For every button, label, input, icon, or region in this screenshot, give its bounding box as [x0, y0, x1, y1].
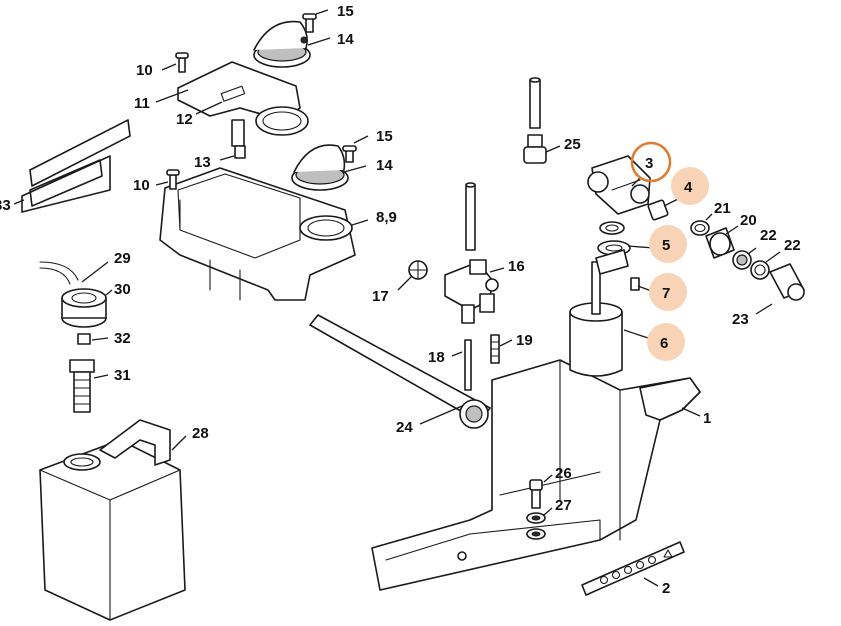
base-frame[interactable]: [371, 359, 701, 591]
callout-10-top[interactable]: 10: [136, 62, 153, 79]
cap-with-seal-middle[interactable]: [291, 144, 349, 191]
callout-27[interactable]: 27: [555, 497, 572, 514]
nozzle-25[interactable]: [523, 134, 547, 164]
badge-5: [649, 225, 687, 263]
screw-10-middle[interactable]: [166, 169, 180, 190]
callout-31[interactable]: 31: [114, 367, 131, 384]
valve-body-3[interactable]: [587, 155, 651, 215]
tank-cap-30[interactable]: [61, 288, 107, 328]
ring-21[interactable]: [690, 220, 710, 236]
callout-11[interactable]: 11: [134, 95, 150, 112]
callout-4[interactable]: 4: [684, 179, 693, 196]
callout-2[interactable]: 2: [662, 580, 670, 597]
seal-22a[interactable]: [732, 250, 752, 270]
callout-3[interactable]: 3: [645, 155, 653, 172]
callout-10-middle[interactable]: 10: [133, 177, 150, 194]
callout-22-b[interactable]: 22: [784, 237, 801, 254]
badge-4: [671, 167, 709, 205]
screw-26[interactable]: [529, 479, 543, 509]
washers-27[interactable]: [526, 512, 546, 540]
hose-nipple-32[interactable]: [77, 333, 91, 345]
callout-14-top[interactable]: 14: [337, 31, 354, 48]
screw-19[interactable]: [490, 334, 500, 364]
strainer-31[interactable]: [69, 359, 95, 413]
fuel-canister[interactable]: [39, 419, 186, 621]
screw-middle-15[interactable]: [342, 145, 357, 163]
callout-1[interactable]: 1: [703, 410, 711, 427]
decal-set[interactable]: [21, 119, 131, 213]
callout-30[interactable]: 30: [114, 281, 131, 298]
cover-plate[interactable]: [177, 61, 309, 136]
pump-cylinder-6[interactable]: [569, 261, 623, 377]
callout-24[interactable]: 24: [396, 419, 413, 436]
union-nut-20[interactable]: [705, 227, 735, 259]
callout-21[interactable]: 21: [714, 200, 731, 217]
callout-32[interactable]: 32: [114, 330, 131, 347]
callout-16[interactable]: 16: [508, 258, 525, 275]
seal-22b[interactable]: [750, 260, 770, 280]
callout-22-a[interactable]: 22: [760, 227, 777, 244]
badge-7: [649, 273, 687, 311]
tank-body-housing[interactable]: [159, 167, 356, 301]
callout-6[interactable]: 6: [660, 335, 668, 352]
callout-15-top[interactable]: 15: [337, 3, 354, 20]
guide-rod-upper[interactable]: [465, 182, 476, 251]
callout-19[interactable]: 19: [516, 332, 533, 349]
callout-17[interactable]: 17: [372, 288, 389, 305]
callout-33[interactable]: 33: [0, 197, 11, 214]
seal-5[interactable]: [597, 221, 631, 256]
callout-13[interactable]: 13: [194, 154, 211, 171]
callout-18[interactable]: 18: [428, 349, 445, 366]
callout-26[interactable]: 26: [555, 465, 572, 482]
cap-with-seal-top[interactable]: [253, 20, 311, 68]
callout-14-middle[interactable]: 14: [376, 157, 393, 174]
disc-17[interactable]: [408, 260, 428, 280]
callout-5[interactable]: 5: [662, 237, 670, 254]
highlight-badges: [630, 141, 709, 361]
rod-25-top[interactable]: [529, 77, 541, 129]
callout-15-middle[interactable]: 15: [376, 128, 393, 145]
callout-29[interactable]: 29: [114, 250, 131, 267]
bar-24[interactable]: [309, 314, 491, 429]
callout-labels: 15 14 10 11 12 13 15 14 10 8,9 33 29 30 …: [0, 3, 801, 597]
pin-18[interactable]: [464, 339, 472, 391]
callout-25[interactable]: 25: [564, 136, 581, 153]
shaft-13[interactable]: [231, 119, 246, 159]
return-hose[interactable]: [39, 261, 79, 285]
bracket-with-screw-7[interactable]: [595, 249, 640, 291]
warning-label-2[interactable]: [581, 541, 685, 596]
selected-ring-3: [630, 141, 672, 183]
callout-12[interactable]: 12: [176, 111, 193, 128]
screw-top-15[interactable]: [302, 13, 317, 33]
callout-23[interactable]: 23: [732, 311, 749, 328]
callout-28[interactable]: 28: [192, 425, 209, 442]
callout-7[interactable]: 7: [662, 285, 670, 302]
nut-4[interactable]: [647, 199, 669, 221]
hose-nipple-23[interactable]: [769, 263, 805, 301]
callout-8-9[interactable]: 8,9: [376, 209, 397, 226]
callout-20[interactable]: 20: [740, 212, 757, 229]
badge-6: [647, 323, 685, 361]
valve-16[interactable]: [444, 259, 499, 324]
screw-10-top[interactable]: [175, 52, 189, 73]
